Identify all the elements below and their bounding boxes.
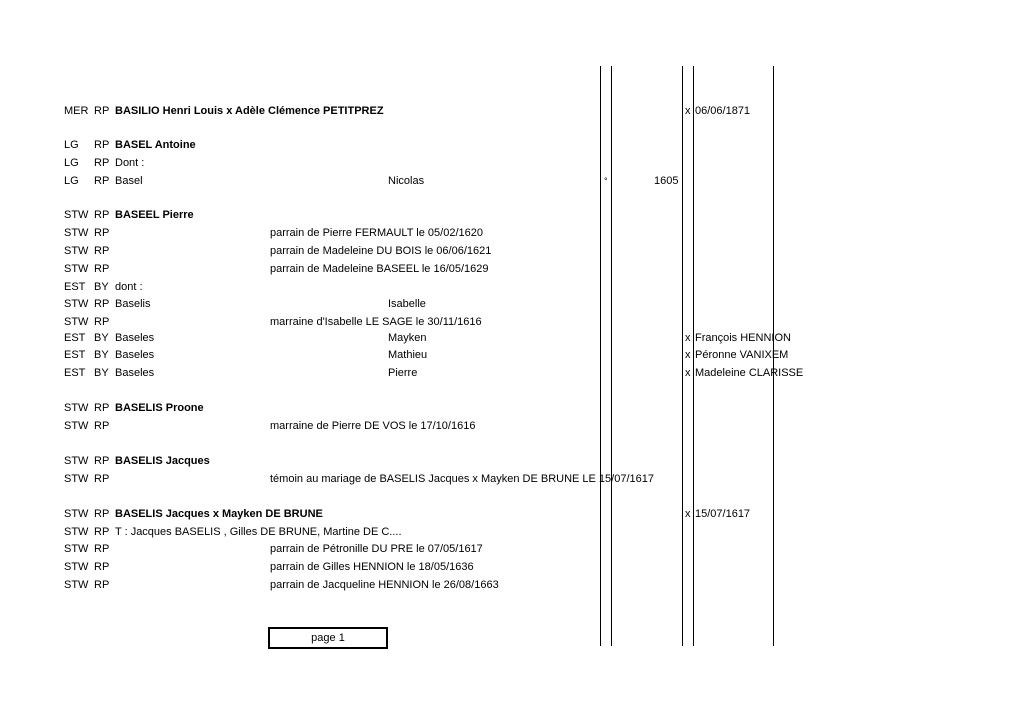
register-code: RP	[94, 473, 110, 485]
entry-name: T : Jacques BASELIS , Gilles DE BRUNE, M…	[115, 526, 402, 538]
birth-year: 1605	[654, 175, 679, 187]
register-code: BY	[94, 367, 109, 379]
register-code: RP	[94, 157, 110, 169]
marriage-symbol: x	[685, 367, 691, 379]
spouse-or-date: François HENNION	[695, 332, 791, 344]
page-number-label: page 1	[311, 632, 345, 644]
entry-name: dont :	[115, 281, 143, 293]
source-code: LG	[64, 175, 79, 187]
entry-name: BASEL Antoine	[115, 139, 196, 151]
marriage-symbol: x	[685, 105, 691, 117]
source-code: STW	[64, 402, 89, 414]
register-code: RP	[94, 263, 110, 275]
source-code: STW	[64, 526, 89, 538]
register-code: RP	[94, 420, 110, 432]
register-code: RP	[94, 139, 110, 151]
register-code: RP	[94, 508, 110, 520]
source-code: STW	[64, 473, 89, 485]
given-name: Pierre	[388, 367, 418, 379]
entry-name: Dont :	[115, 157, 145, 169]
source-code: EST	[64, 367, 86, 379]
source-code: EST	[64, 281, 86, 293]
given-name: Mayken	[388, 332, 427, 344]
column-rule	[611, 66, 612, 646]
register-code: RP	[94, 455, 110, 467]
source-code: STW	[64, 455, 89, 467]
spouse-or-date: Péronne VANIXEM	[695, 349, 789, 361]
source-code: EST	[64, 332, 86, 344]
source-code: STW	[64, 298, 89, 310]
column-rule	[693, 66, 694, 646]
entry-note: parrain de Madeleine DU BOIS le 06/06/16…	[270, 245, 492, 257]
register-code: BY	[94, 281, 109, 293]
register-code: RP	[94, 105, 110, 117]
entry-name: Baseles	[115, 367, 155, 379]
page-number-box: page 1	[268, 627, 388, 649]
register-code: RP	[94, 227, 110, 239]
source-code: STW	[64, 263, 89, 275]
entry-note: témoin au mariage de BASELIS Jacques x M…	[270, 473, 654, 485]
entry-name: BASELIS Proone	[115, 402, 204, 414]
spouse-or-date: 15/07/1617	[695, 508, 751, 520]
register-code: RP	[94, 316, 110, 328]
register-code: RP	[94, 561, 110, 573]
column-rule	[773, 66, 774, 646]
spouse-or-date: Madeleine CLARISSE	[695, 367, 804, 379]
given-name: Nicolas	[388, 175, 425, 187]
entry-name: BASELIS Jacques	[115, 455, 210, 467]
entry-name: Baseles	[115, 332, 155, 344]
source-code: STW	[64, 227, 89, 239]
entry-name: Basel	[115, 175, 143, 187]
source-code: STW	[64, 543, 89, 555]
register-code: BY	[94, 349, 109, 361]
entry-note: parrain de Pierre FERMAULT le 05/02/1620	[270, 227, 483, 239]
register-code: RP	[94, 543, 110, 555]
source-code: STW	[64, 579, 89, 591]
register-code: RP	[94, 402, 110, 414]
entry-name: BASILIO Henri Louis x Adèle Clémence PET…	[115, 105, 384, 117]
given-name: Isabelle	[388, 298, 426, 310]
source-code: STW	[64, 316, 89, 328]
source-code: LG	[64, 139, 79, 151]
column-rule	[600, 66, 601, 646]
register-code: RP	[94, 579, 110, 591]
source-code: LG	[64, 157, 79, 169]
marriage-symbol: x	[685, 349, 691, 361]
source-code: STW	[64, 561, 89, 573]
entry-name: BASELIS Jacques x Mayken DE BRUNE	[115, 508, 323, 520]
entry-name: Baseles	[115, 349, 155, 361]
given-name: Mathieu	[388, 349, 428, 361]
marriage-symbol: x	[685, 508, 691, 520]
entry-note: parrain de Pétronille DU PRE le 07/05/16…	[270, 543, 483, 555]
register-code: RP	[94, 209, 110, 221]
spouse-or-date: 06/06/1871	[695, 105, 751, 117]
marriage-symbol: x	[685, 332, 691, 344]
source-code: STW	[64, 508, 89, 520]
birth-symbol: °	[604, 176, 608, 186]
entry-note: marraine de Pierre DE VOS le 17/10/1616	[270, 420, 476, 432]
entry-name: Baselis	[115, 298, 151, 310]
column-rule	[682, 66, 683, 646]
register-code: RP	[94, 175, 110, 187]
entry-name: BASEEL Pierre	[115, 209, 194, 221]
source-code: STW	[64, 420, 89, 432]
source-code: EST	[64, 349, 86, 361]
entry-note: marraine d'Isabelle LE SAGE le 30/11/161…	[270, 316, 482, 328]
entry-note: parrain de Jacqueline HENNION le 26/08/1…	[270, 579, 499, 591]
source-code: MER	[64, 105, 89, 117]
register-code: RP	[94, 526, 110, 538]
entry-note: parrain de Gilles HENNION le 18/05/1636	[270, 561, 474, 573]
register-code: RP	[94, 245, 110, 257]
source-code: STW	[64, 245, 89, 257]
entry-note: parrain de Madeleine BASEEL le 16/05/162…	[270, 263, 489, 275]
register-code: BY	[94, 332, 109, 344]
register-code: RP	[94, 298, 110, 310]
source-code: STW	[64, 209, 89, 221]
